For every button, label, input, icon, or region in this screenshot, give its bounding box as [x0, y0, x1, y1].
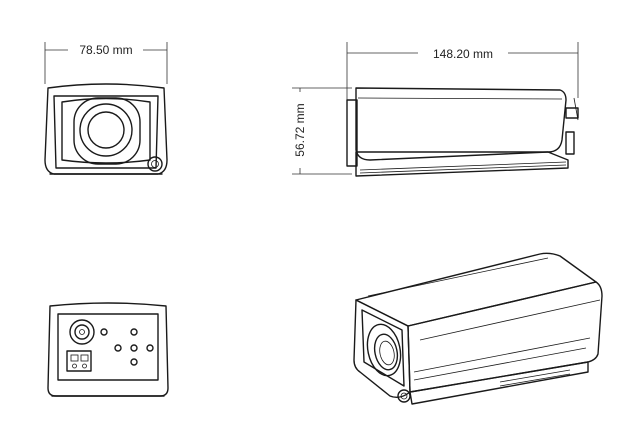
button-up — [130, 328, 138, 336]
iso-lens-glass — [379, 340, 395, 366]
width-dimension: 78.50 mm — [44, 42, 168, 84]
iso-front-bezel — [361, 309, 405, 387]
length-label: 148.20 mm — [433, 47, 493, 61]
side-body — [355, 87, 567, 161]
lens-outer-ring — [79, 103, 133, 157]
width-label: 78.50 mm — [79, 43, 132, 57]
iso-base — [409, 361, 589, 405]
length-dimension: 148.20 mm — [346, 42, 579, 100]
iso-side-face — [407, 281, 603, 393]
front-view: 78.50 mm — [44, 42, 168, 175]
lens-housing — [73, 97, 141, 165]
power-terminal — [66, 350, 92, 372]
front-bezel — [53, 95, 159, 169]
iso-screw — [397, 389, 411, 403]
button-right — [146, 344, 154, 352]
rear-connector-top — [565, 107, 579, 119]
rear-connector-bottom — [565, 131, 575, 155]
iso-lens-outer — [366, 323, 402, 377]
height-dimension: 56.72 mm — [292, 87, 352, 175]
rear-panel — [57, 313, 159, 381]
iso-lens-ring — [373, 333, 399, 371]
button-left — [114, 344, 122, 352]
front-housing — [44, 83, 168, 175]
button-center — [130, 344, 138, 352]
rear-view — [47, 302, 169, 397]
rear-housing — [47, 302, 169, 397]
side-base — [355, 151, 569, 177]
front-screw — [147, 156, 163, 172]
lens-glass — [87, 111, 125, 149]
height-label: 56.72 mm — [293, 103, 307, 156]
status-led — [100, 328, 108, 336]
isometric-view — [353, 252, 603, 405]
iso-top-face — [355, 252, 597, 327]
iso-front-face — [353, 299, 411, 399]
side-view: 148.20 mm 56.72 mm — [292, 42, 579, 177]
bnc-connector — [69, 319, 95, 345]
side-bezel — [346, 99, 358, 167]
button-down — [130, 358, 138, 366]
